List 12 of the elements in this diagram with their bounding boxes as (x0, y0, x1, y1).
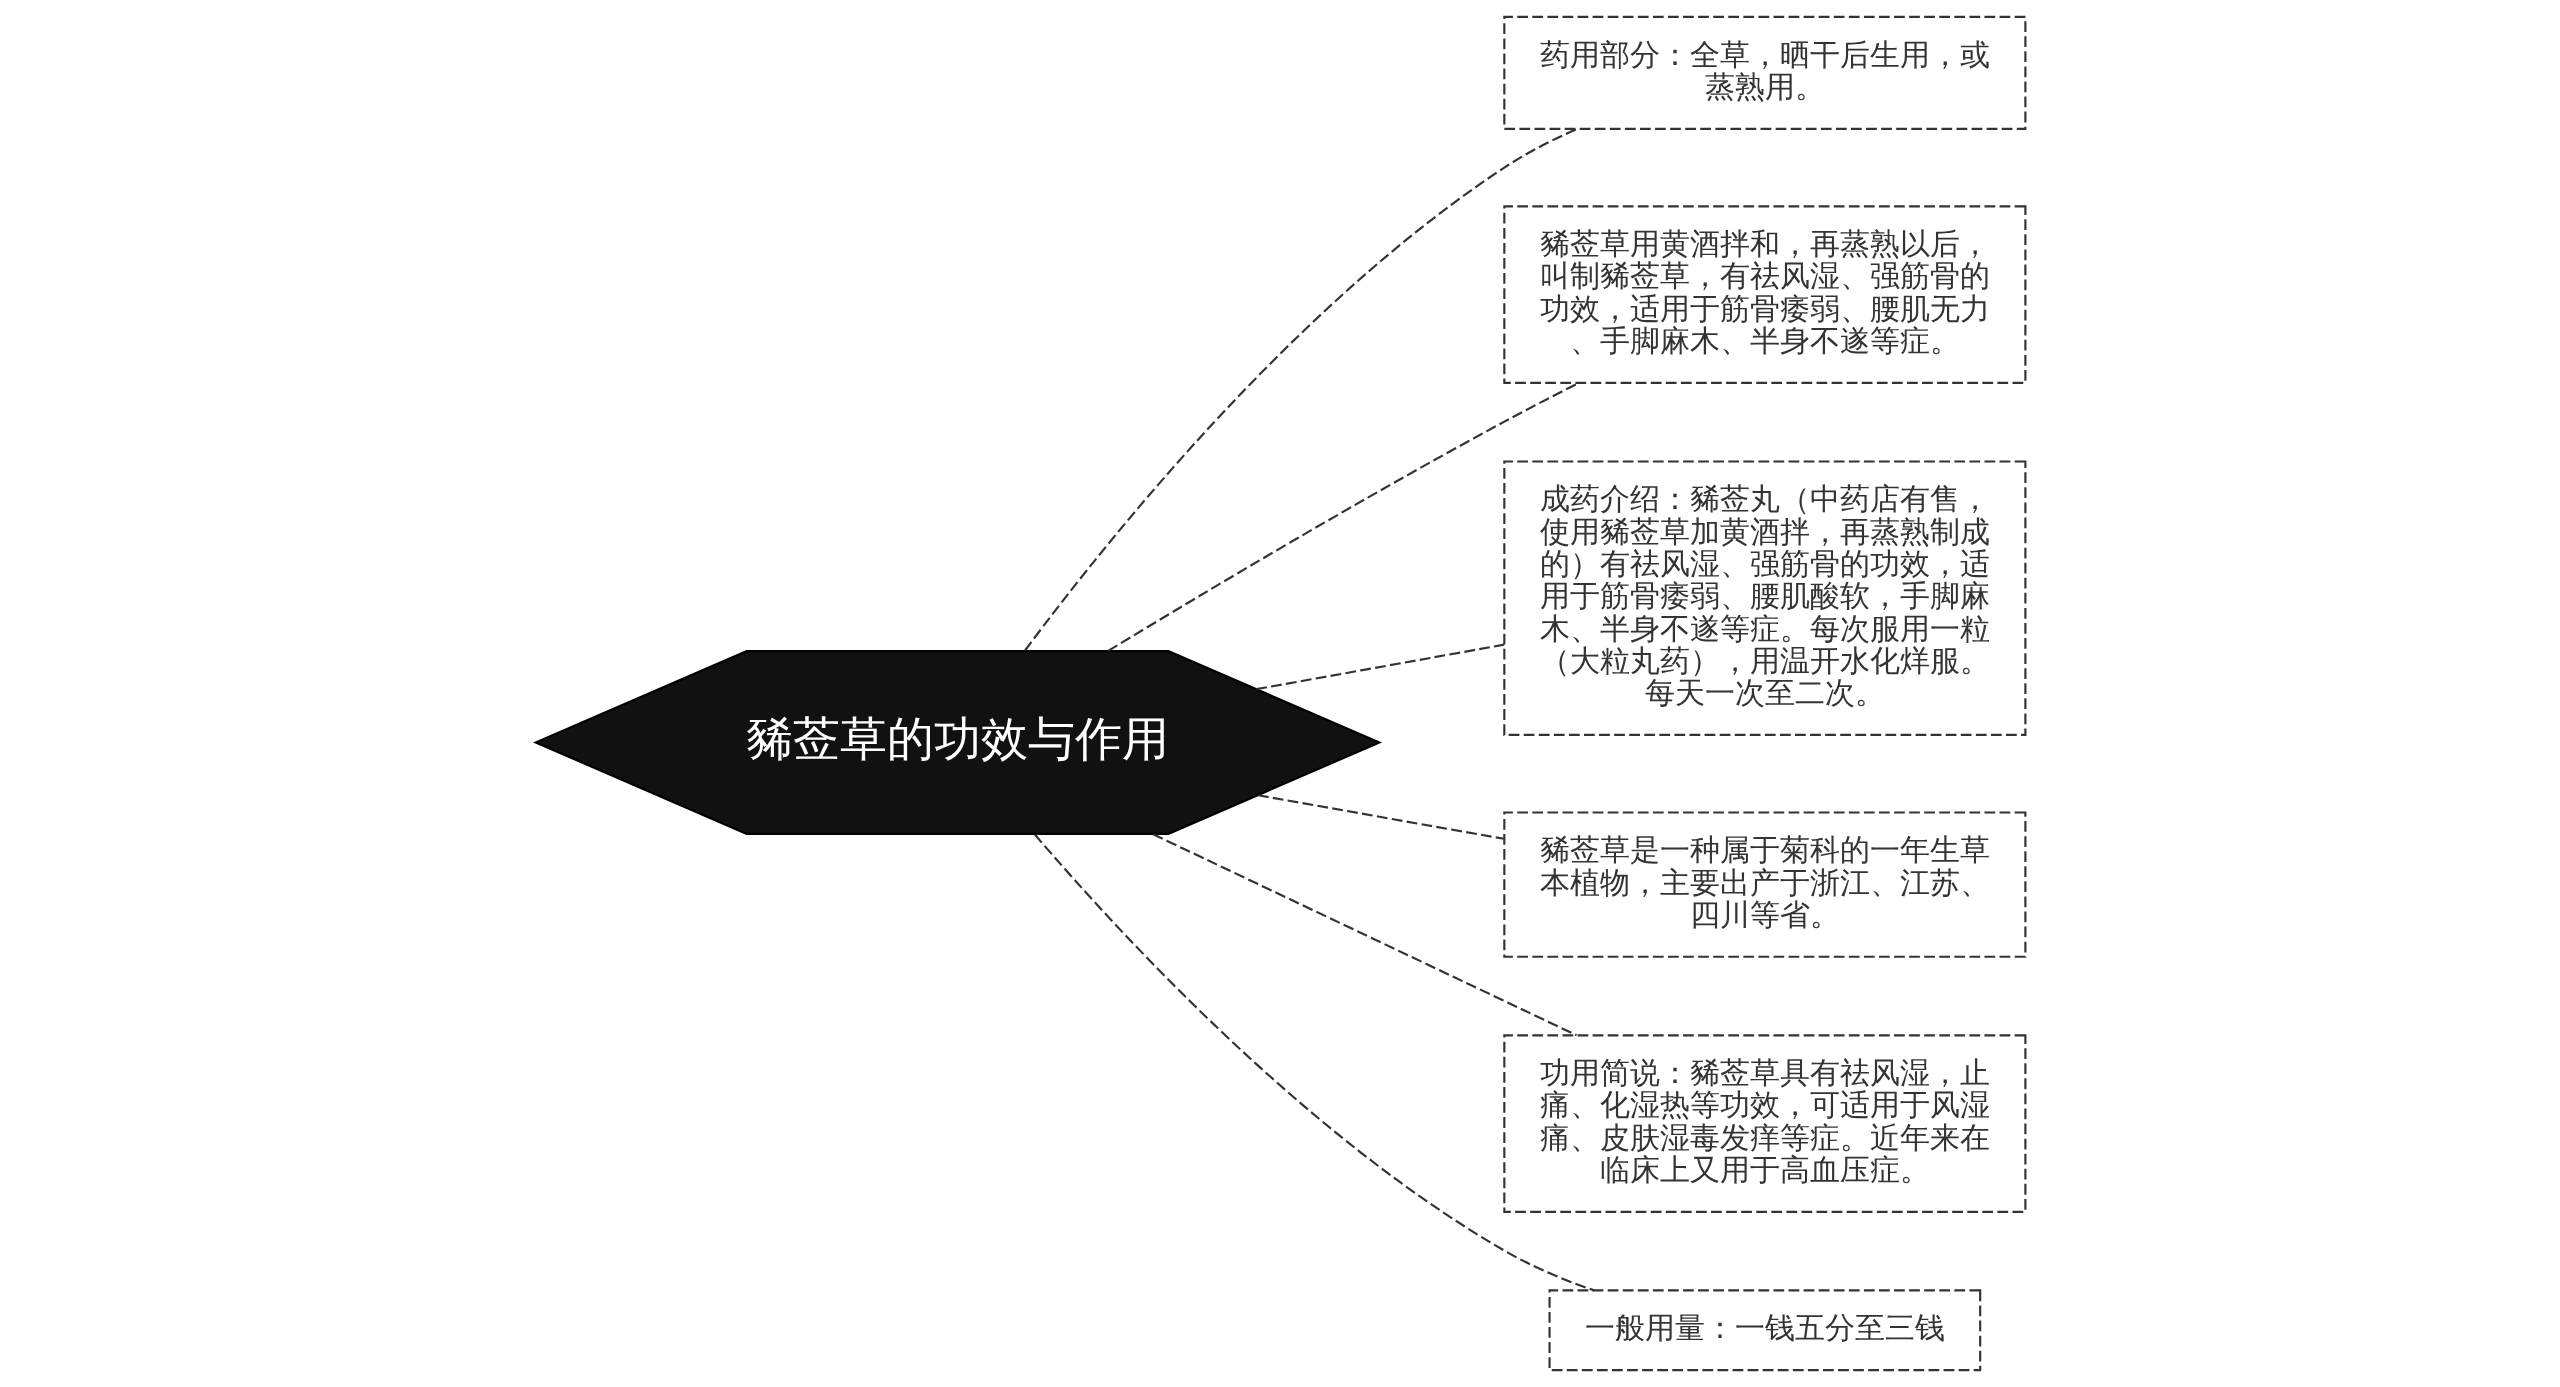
node-box: 成药介绍：豨莶丸（中药店有售，使用豨莶草加黄酒拌，再蒸熟制成的）有祛风湿、强筋骨的功效，适用于筋骨痿弱、腰肌酸软，手脚麻木、半身不遂等症。每次服用一粒（大粒丸药），用温开水化烊服。每天一次至二次。 (1502, 460, 2026, 737)
connector (1033, 834, 1594, 1292)
connector (1107, 382, 1579, 652)
connector (1152, 833, 1577, 1037)
node-box: 豨莶草是一种属于菊科的一年生草本植物，主要出产于浙江、江苏、四川等省。 (1502, 811, 2026, 958)
connector (1255, 643, 1504, 691)
node-box: 功用简说：豨莶草具有祛风湿，止痛、化湿热等功效，可适用于风湿痛、皮肤湿毒发痒等症。近年来在临床上又用于高血压症。 (1502, 1034, 2026, 1213)
node-box: 一般用量：一钱五分至三钱 (1547, 1289, 1981, 1372)
node-box: 药用部分：全草，晒干后生用，或蒸熟用。 (1502, 15, 2026, 130)
connector (1023, 128, 1577, 651)
node-box: 豨莶草用黄酒拌和，再蒸熟以后，叫制豨莶草，有祛风湿、强筋骨的功效，适用于筋骨痿弱、腰肌无力、手脚麻木、半身不遂等症。 (1502, 205, 2026, 384)
connector (1257, 794, 1504, 840)
